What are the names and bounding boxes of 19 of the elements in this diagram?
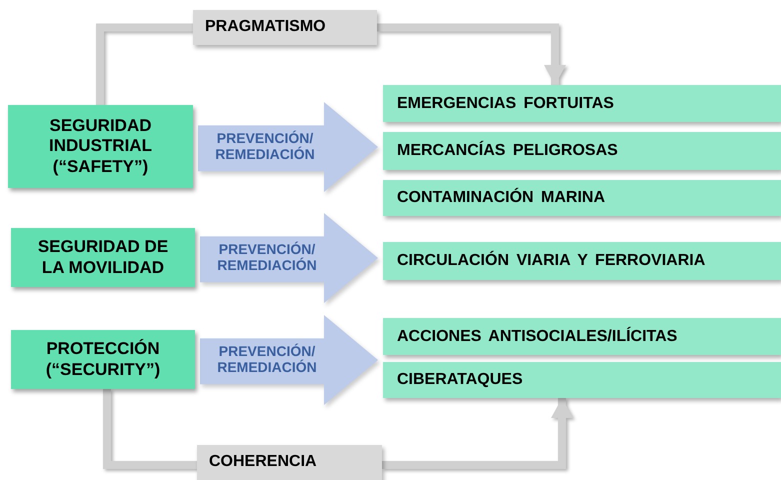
block-arrow (200, 314, 378, 404)
connector-arrow (382, 398, 573, 469)
edge-label: PREVENCIÓN/ REMEDIACIÓN (216, 342, 318, 376)
connector-arrow (377, 24, 566, 85)
block-arrow (200, 212, 378, 302)
block-arrow (198, 102, 378, 192)
domain-box: SEGURIDAD INDUSTRIAL (“SAFETY”) (8, 105, 193, 188)
domain-box: SEGURIDAD DE LA MOVILIDAD (11, 228, 195, 287)
topic-box: MERCANCÍAS PELIGROSAS (383, 132, 781, 170)
principle-box: COHERENCIA (197, 445, 382, 480)
domain-box: PROTECCIÓN (“SECURITY”) (11, 330, 195, 389)
edge-label: PREVENCIÓN/ REMEDIACIÓN (216, 240, 318, 274)
topic-box: CIRCULACIÓN VIARIA Y FERROVIARIA (383, 242, 781, 280)
topic-box: CONTAMINACIÓN MARINA (383, 180, 781, 216)
topic-box: ACCIONES ANTISOCIALES/ILÍCITAS (383, 318, 781, 355)
topic-box: CIBERATAQUES (383, 362, 781, 398)
edge-label: PREVENCIÓN/ REMEDIACIÓN (214, 130, 316, 164)
topic-box: EMERGENCIAS FORTUITAS (383, 85, 781, 122)
principle-box: PRAGMATISMO (193, 10, 377, 45)
